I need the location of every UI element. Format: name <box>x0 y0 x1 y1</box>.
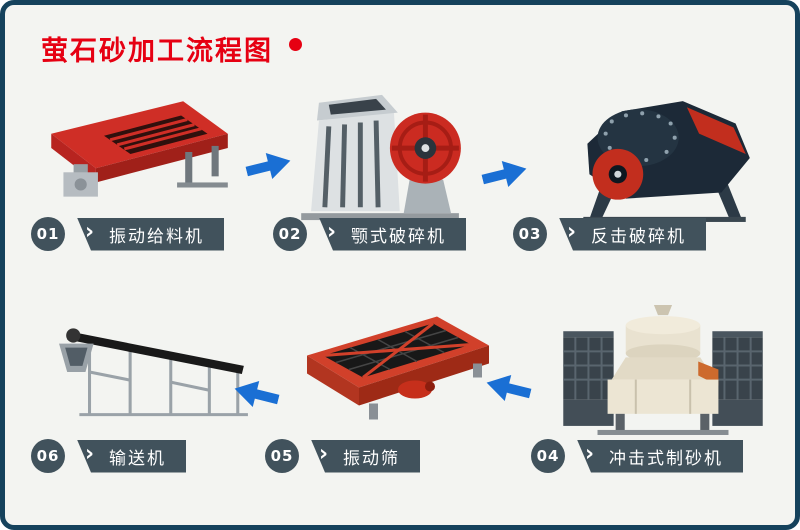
step-label-text: 颚式破碎机 <box>351 226 446 247</box>
flow-arrow-left-2-icon <box>230 372 283 416</box>
step-label-04: 04 › 冲击式制砂机 <box>531 439 743 473</box>
step-label-text: 振动给料机 <box>109 226 204 247</box>
step-label-badge: › 振动筛 <box>311 439 420 473</box>
step-label-05: 05 › 振动筛 <box>265 439 420 473</box>
page-title: 萤石砂加工流程图 <box>41 36 273 67</box>
flow-arrow-right-1-icon <box>243 144 296 188</box>
step-label-badge: › 输送机 <box>77 439 186 473</box>
title-dot-icon <box>289 38 302 51</box>
vibrating-screen-icon <box>297 303 497 429</box>
chevron-icon: › <box>85 219 97 245</box>
step-number: 01 <box>31 217 65 251</box>
chevron-icon: › <box>585 441 597 467</box>
step-label-06: 06 › 输送机 <box>31 439 186 473</box>
step-number: 05 <box>265 439 299 473</box>
step-label-text: 输送机 <box>109 448 166 469</box>
jaw-crusher-icon <box>295 87 473 225</box>
step-label-badge: › 颚式破碎机 <box>319 217 466 251</box>
step-label-badge: › 冲击式制砂机 <box>577 439 743 473</box>
step-number: 06 <box>31 439 65 473</box>
step-label-text: 冲击式制砂机 <box>609 448 723 469</box>
step-label-text: 反击破碎机 <box>591 226 686 247</box>
step-number: 04 <box>531 439 565 473</box>
vibrating-feeder-icon <box>33 91 241 213</box>
title-row: 萤石砂加工流程图 <box>41 29 302 68</box>
step-label-03: 03 › 反击破碎机 <box>513 217 706 251</box>
step-label-02: 02 › 颚式破碎机 <box>273 217 466 251</box>
step-number: 03 <box>513 217 547 251</box>
step-label-badge: › 反击破碎机 <box>559 217 706 251</box>
chevron-icon: › <box>85 441 97 467</box>
sand-making-machine-icon <box>557 301 769 437</box>
step-label-badge: › 振动给料机 <box>77 217 224 251</box>
step-label-01: 01 › 振动给料机 <box>31 217 224 251</box>
impact-crusher-icon <box>563 91 761 225</box>
chevron-icon: › <box>319 441 331 467</box>
chevron-icon: › <box>327 219 339 245</box>
flow-arrow-left-1-icon <box>482 366 535 410</box>
flow-arrow-right-2-icon <box>479 152 532 196</box>
belt-conveyor-icon <box>55 309 253 433</box>
step-label-text: 振动筛 <box>343 448 400 469</box>
chevron-icon: › <box>567 219 579 245</box>
step-number: 02 <box>273 217 307 251</box>
